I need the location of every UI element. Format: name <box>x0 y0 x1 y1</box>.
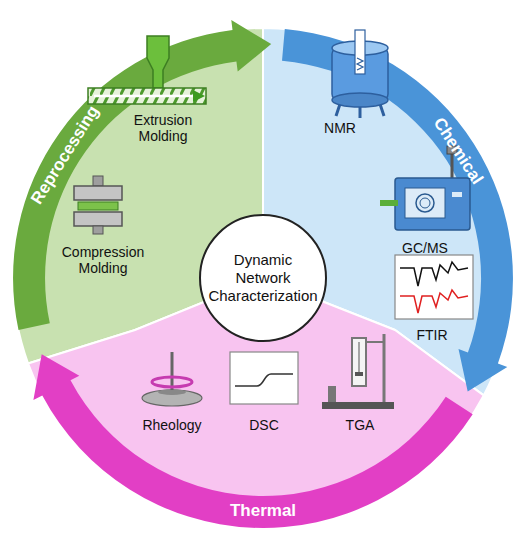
tga-balance-icon <box>322 334 394 409</box>
center-label: Dynamic Network Characterization <box>205 251 321 305</box>
rheometer-icon <box>142 352 202 406</box>
cycle-arrows <box>13 20 513 528</box>
technique-label: GC/MS <box>390 240 460 256</box>
compression-press-icon <box>74 176 122 234</box>
cycle-arrow-band <box>282 29 513 391</box>
section-label: Thermal <box>230 501 296 521</box>
gcms-instrument-icon <box>380 146 470 230</box>
ftir-spectrum-icon <box>395 255 473 319</box>
extrusion-icon <box>88 36 206 104</box>
section-label: Reprocessing <box>27 102 103 208</box>
section-label: Chemical <box>430 114 488 188</box>
technique-label: Rheology <box>132 417 212 433</box>
technique-label: NMR <box>310 120 370 136</box>
technique-label: TGA <box>335 417 385 433</box>
technique-label: DSC <box>239 417 289 433</box>
cycle-arrow-band <box>33 354 472 528</box>
cycle-arrow-band <box>13 20 271 330</box>
nmr-magnet-icon <box>332 30 388 118</box>
technique-label: Compression Molding <box>53 244 153 276</box>
technique-label: Extrusion Molding <box>115 112 211 144</box>
center-circle: Dynamic Network Characterization <box>199 214 327 342</box>
dsc-curve-icon <box>230 352 298 404</box>
technique-label: FTIR <box>407 327 457 343</box>
